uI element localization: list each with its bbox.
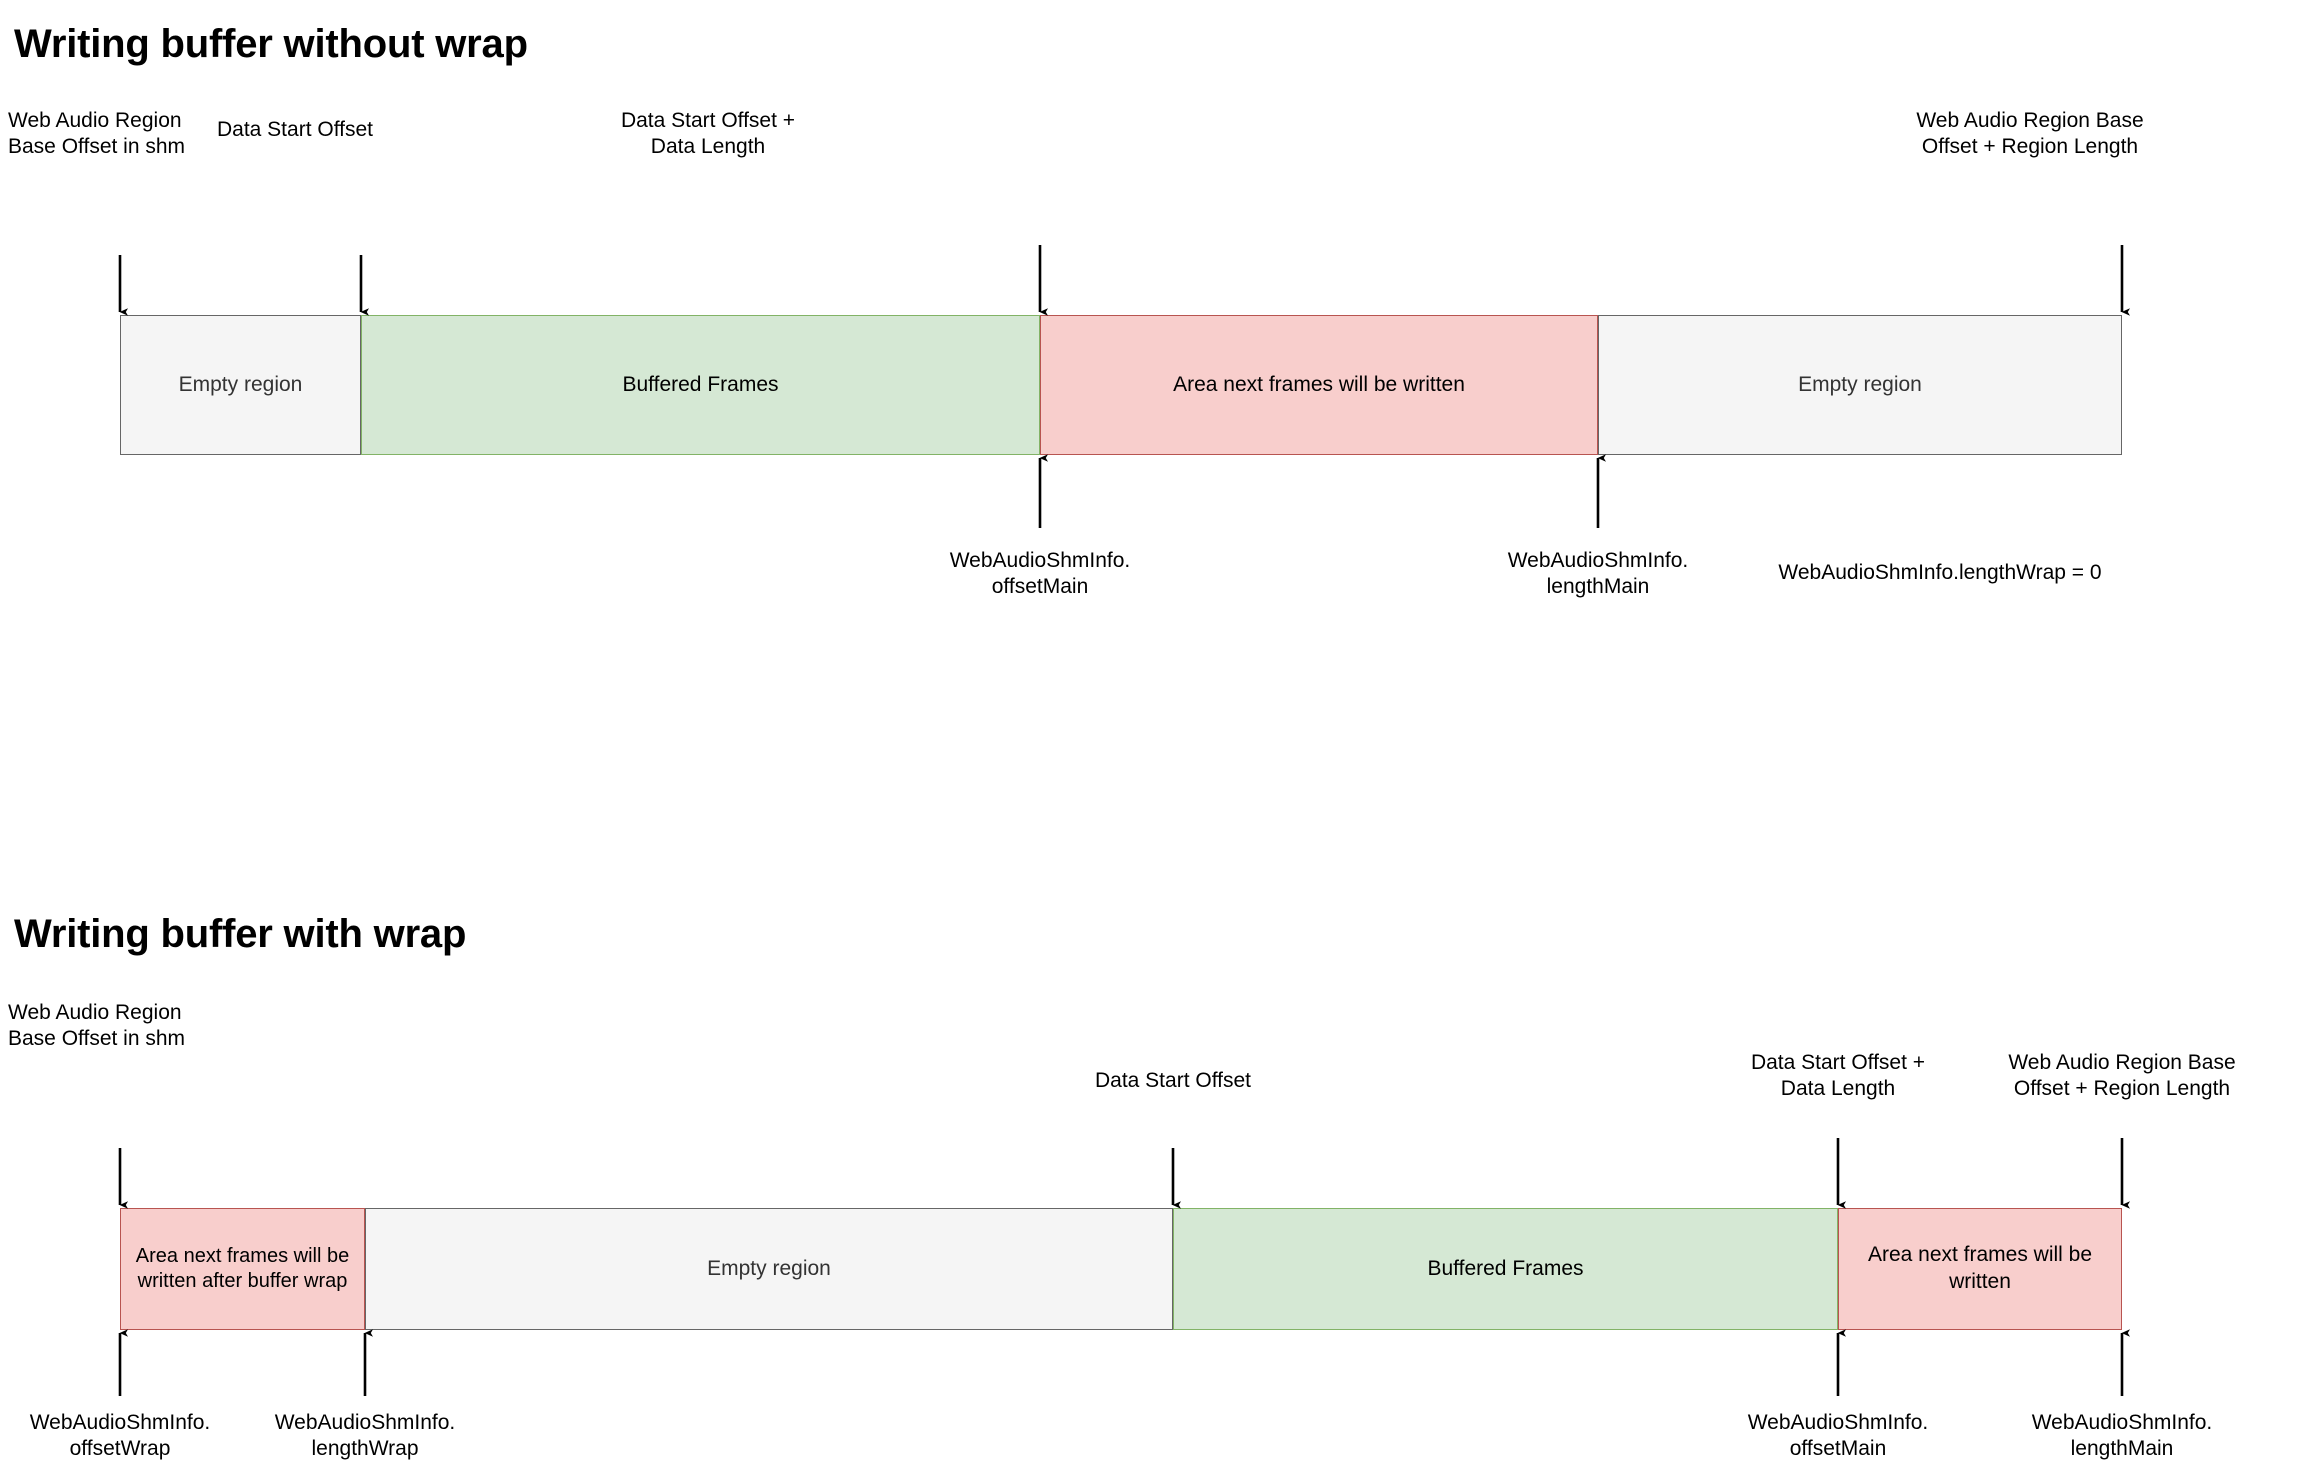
diagram-1-top-label-0: Web Audio Region Base Offset in shm xyxy=(8,109,186,159)
diagram-2-title: Writing buffer with wrap xyxy=(14,912,467,956)
diagram-2-top-label-1: Data Start Offset xyxy=(1094,1069,1251,1092)
diagram-2-bottom-label-0: WebAudioShmInfo. offsetWrap xyxy=(29,1411,211,1461)
segment-label: Area next frames will be written xyxy=(1867,1243,2093,1293)
diagram-1-top-label-2: Data Start Offset + Data Length xyxy=(620,109,796,159)
diagram-2-segment-next-frames-wrap: Area next frames will be written after b… xyxy=(120,1208,365,1330)
diagram-2-segment-empty: Empty region xyxy=(365,1208,1173,1330)
diagram-1-bottom-label-0: WebAudioShmInfo. offsetMain xyxy=(949,549,1131,599)
diagram-1-title: Writing buffer without wrap xyxy=(14,22,528,66)
diagram-1-bottom-label-1: WebAudioShmInfo. lengthMain xyxy=(1507,549,1689,599)
diagram-1-top-label-3: Web Audio Region Base Offset + Region Le… xyxy=(1916,109,2144,159)
segment-label: Buffered Frames xyxy=(622,372,779,396)
segment-label: Empty region xyxy=(1798,372,1922,396)
diagram-2-bottom-label-1: WebAudioShmInfo. lengthWrap xyxy=(274,1411,456,1461)
segment-label: Empty region xyxy=(707,1256,831,1280)
diagram-2-bottom-label-3: WebAudioShmInfo. lengthMain xyxy=(2031,1411,2213,1461)
diagram-1-segment-empty-left: Empty region xyxy=(120,315,361,455)
diagram-2-top-label-2: Data Start Offset + Data Length xyxy=(1750,1051,1926,1101)
diagram-2-bottom-label-2: WebAudioShmInfo. offsetMain xyxy=(1747,1411,1929,1461)
diagram-1-top-label-1: Data Start Offset xyxy=(216,118,373,141)
segment-label: Buffered Frames xyxy=(1427,1256,1584,1280)
diagram-1-segment-empty-right: Empty region xyxy=(1598,315,2122,455)
diagram-2-segment-buffered-frames: Buffered Frames xyxy=(1173,1208,1838,1330)
segment-label: Area next frames will be written after b… xyxy=(135,1244,350,1292)
diagram-2-top-label-0: Web Audio Region Base Offset in shm xyxy=(8,1001,186,1051)
segment-label: Empty region xyxy=(178,372,303,396)
diagram-2-top-label-3: Web Audio Region Base Offset + Region Le… xyxy=(2008,1051,2236,1101)
segment-label: Area next frames will be written xyxy=(1173,372,1465,396)
diagram-1-segment-next-frames: Area next frames will be written xyxy=(1040,315,1598,455)
diagram-1-segment-buffered-frames: Buffered Frames xyxy=(361,315,1040,455)
diagram-2-segment-next-frames: Area next frames will be written xyxy=(1838,1208,2122,1330)
diagram-1-note: WebAudioShmInfo.lengthWrap = 0 xyxy=(1778,561,2102,584)
